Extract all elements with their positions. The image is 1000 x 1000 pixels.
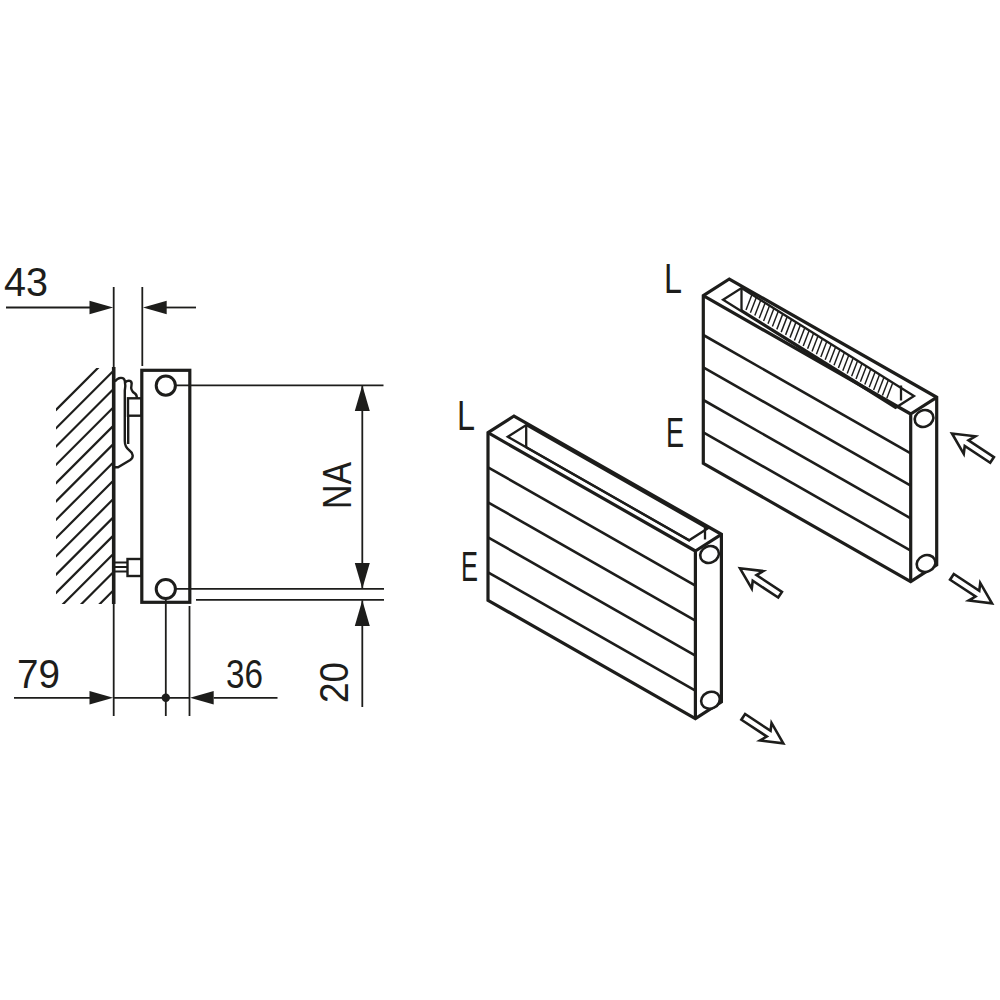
pipe-connection-top — [156, 376, 175, 395]
flow-arrow-in-top-icon — [946, 425, 998, 469]
flow-arrow-out-top-icon — [946, 568, 998, 612]
dim-label-79: 79 — [17, 651, 60, 697]
radiator-body — [488, 416, 721, 719]
radiator-iso-top — [703, 279, 938, 582]
label-length-bottom: L — [457, 392, 475, 439]
side-view-diagram: 43 79 36 NA 20 — [4, 259, 384, 716]
label-end-bottom: E — [461, 543, 478, 590]
flow-arrow-out-bottom-icon — [737, 708, 789, 752]
dimension-20 — [355, 600, 370, 707]
wall-hatching-icon — [56, 353, 113, 703]
radiator-iso-bottom — [488, 416, 723, 719]
mounting-bracket-top — [115, 378, 142, 467]
pipe-connection-bottom — [156, 579, 175, 598]
label-end-top: E — [666, 409, 684, 456]
flow-arrow-in-bottom-icon — [734, 560, 786, 604]
label-length-top: L — [664, 255, 682, 302]
dim-label-na: NA — [314, 461, 360, 509]
radiator-panel-side — [142, 370, 190, 602]
radiator-body — [703, 279, 936, 582]
bracket-clamp-top — [128, 398, 142, 415]
dim-label-36: 36 — [226, 651, 263, 697]
dim-label-43: 43 — [4, 259, 48, 305]
mounting-bracket-bottom — [115, 559, 142, 576]
bracket-clamp-bottom — [128, 559, 142, 576]
dim-label-20: 20 — [311, 662, 357, 703]
